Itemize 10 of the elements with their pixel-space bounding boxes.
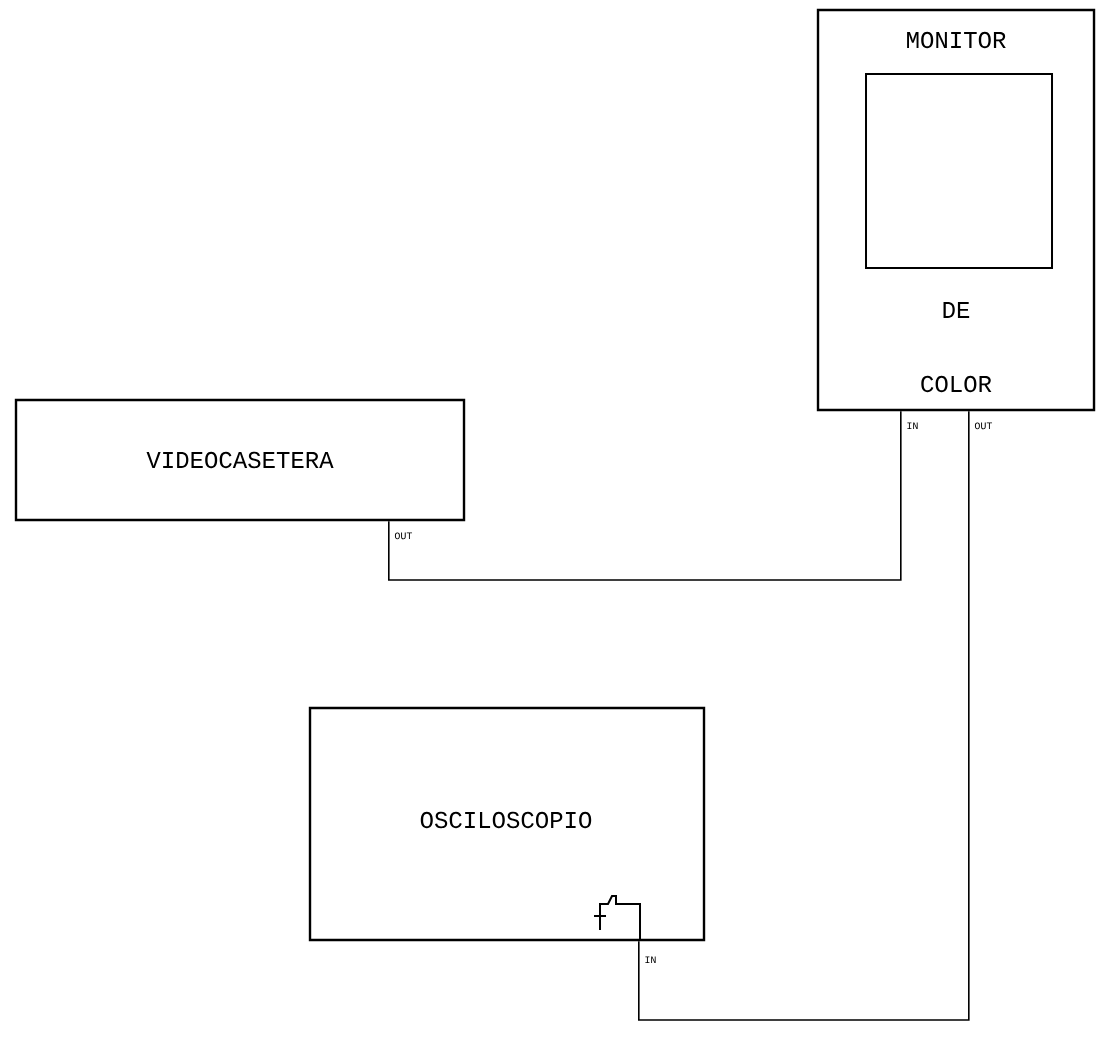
device-label: MONITOR	[907, 31, 1006, 49]
cable	[388, 410, 902, 581]
device-label: COLOR	[921, 375, 992, 393]
device-label: OSCILOSCOPIO	[420, 811, 592, 829]
device-box	[816, 8, 1096, 412]
device-box	[308, 706, 706, 942]
device-box	[14, 398, 466, 522]
device-label: DE	[943, 302, 970, 318]
cable	[638, 410, 970, 1021]
device-label: VIDEOCASETERA	[146, 451, 334, 469]
